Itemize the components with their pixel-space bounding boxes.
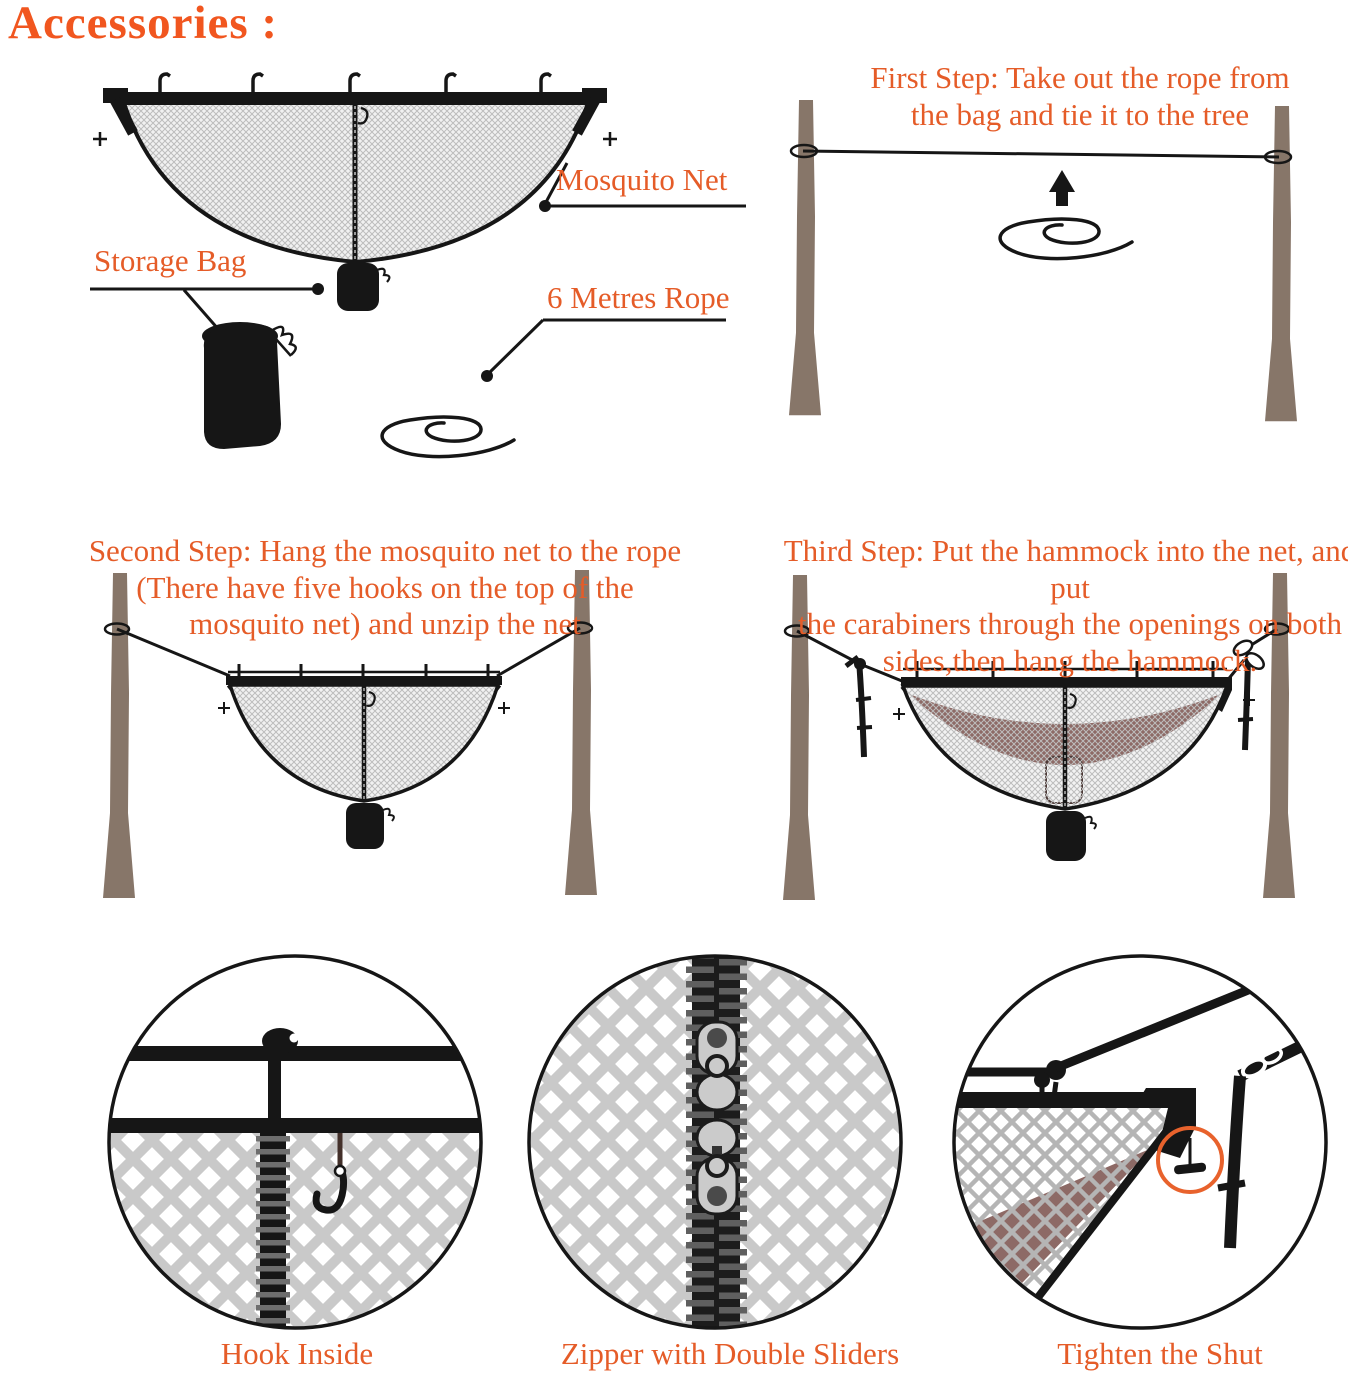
- zipper-slider-upper: [695, 1020, 739, 1112]
- storage-bag-label: Storage Bag: [94, 243, 247, 278]
- detail-circle-zipper: [527, 954, 903, 1330]
- detail-circle-hook-inside: [107, 954, 483, 1330]
- net-corner-right: [572, 88, 617, 146]
- caption-zipper: Zipper with Double Sliders: [560, 1336, 900, 1371]
- caption-tighten: Tighten the Shut: [1057, 1336, 1263, 1371]
- detail-circle-tighten: [952, 954, 1328, 1330]
- net-edge-bar: [954, 1092, 1155, 1108]
- step-line: First Step: Take out the rope from: [870, 60, 1290, 95]
- first-step-text: First Step: Take out the rope from the b…: [800, 60, 1348, 133]
- carabiner-icon: [1232, 639, 1265, 671]
- zipper-band: [256, 1133, 290, 1328]
- second-step-illustration: [103, 570, 597, 898]
- knot-over-rope: [262, 1028, 299, 1122]
- rope-loop: [1263, 149, 1293, 165]
- rope-leader: [481, 318, 726, 382]
- step-line: Third Step: Put the hammock into the net…: [783, 533, 1348, 605]
- rope-loop: [789, 143, 819, 159]
- attached-pouch: [346, 803, 395, 849]
- highlight-circle: [1156, 1126, 1224, 1194]
- storage-bag-illustration: [202, 322, 297, 449]
- caption-hook-inside: Hook Inside: [220, 1336, 374, 1371]
- attached-pouch: [337, 263, 391, 311]
- net-center-zipper: [1062, 686, 1077, 809]
- step-line: the carabiners through the openings on b…: [797, 606, 1343, 642]
- zipper-slider-lower: [695, 1118, 739, 1216]
- net-center-zipper: [352, 103, 369, 262]
- net-top-bar: [116, 92, 594, 103]
- step-line: (There have five hooks on the top of the: [136, 569, 634, 605]
- rope-coil-icon: [998, 217, 1134, 261]
- arrow-up-icon: [1049, 170, 1075, 206]
- step-line: sides,then hang the hammock.: [882, 642, 1258, 678]
- rope-label: 6 Metres Rope: [547, 280, 730, 315]
- hammock-strap-right: [1237, 657, 1254, 751]
- step-line: mosquito net) and unzip the net: [189, 606, 581, 642]
- net-edge-bar: [109, 1118, 481, 1133]
- storage-bag-leader: [90, 283, 324, 338]
- step-line: Second Step: Hang the mosquito net to th…: [88, 533, 682, 568]
- first-step-illustration: [789, 100, 1297, 422]
- rope-coil-icon: [380, 415, 516, 459]
- net-corner-left: [93, 88, 138, 146]
- strap: [1224, 1075, 1246, 1249]
- rope-bar: [109, 1046, 481, 1061]
- hook-inside-icon: [312, 1133, 348, 1214]
- mesh-overlay: [954, 1108, 1168, 1312]
- accessories-illustration: [90, 72, 746, 459]
- mosquito-net-label: Mosquito Net: [556, 162, 728, 197]
- toggle-cord: [1174, 1138, 1207, 1175]
- second-step-text: Second Step: Hang the mosquito net to th…: [85, 533, 685, 643]
- hammock-strap-left: [844, 655, 873, 758]
- carabiner-icon: [1240, 1047, 1284, 1079]
- net-top-bar: [901, 677, 1231, 686]
- net-top-hooks: [158, 72, 553, 96]
- step-line: the bag and tie it to the tree: [910, 96, 1250, 132]
- net-center-zipper: [361, 685, 376, 801]
- net-top-bar: [226, 676, 502, 685]
- third-step-text: Third Step: Put the hammock into the net…: [775, 533, 1348, 679]
- mosquito-net-leader: [539, 162, 746, 212]
- attached-pouch: [1046, 811, 1097, 861]
- third-step-illustration: [783, 573, 1295, 900]
- page-title: Accessories :: [8, 0, 279, 49]
